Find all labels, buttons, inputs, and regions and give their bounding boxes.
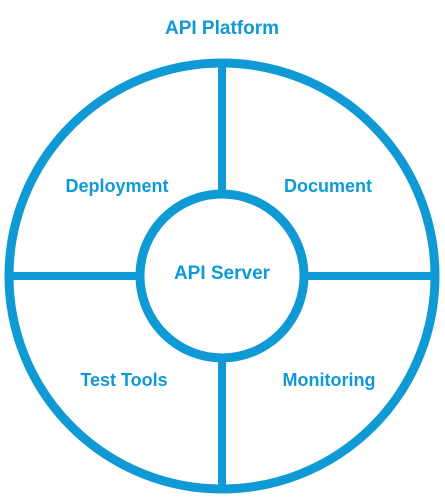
quadrant-label-deployment: Deployment: [65, 176, 168, 196]
diagram-title: API Platform: [165, 18, 279, 39]
quadrant-label-monitoring: Monitoring: [283, 370, 376, 390]
quadrant-label-test-tools: Test Tools: [80, 370, 167, 390]
quadrant-label-document: Document: [284, 176, 372, 196]
inner-hub: [135, 189, 309, 363]
center-label: API Server: [174, 263, 271, 284]
